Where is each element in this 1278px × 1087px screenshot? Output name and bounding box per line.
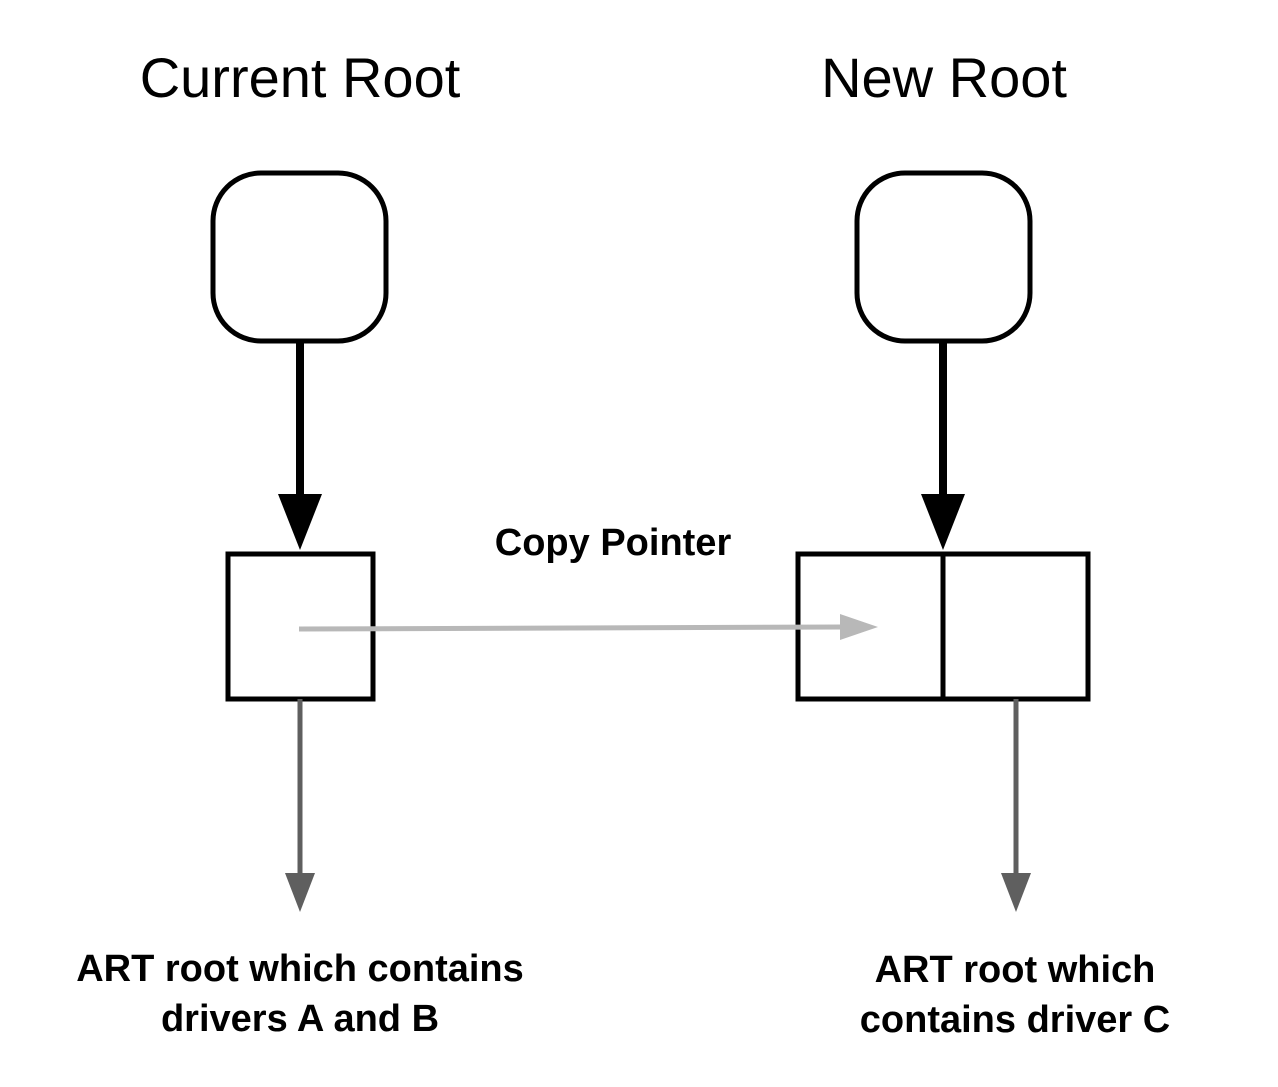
- current-root-title: Current Root: [140, 46, 461, 109]
- new-root-child-arrow: [1001, 699, 1031, 912]
- new-root-title: New Root: [821, 46, 1067, 109]
- current-root-caption: ART root which contains drivers A and B: [76, 948, 524, 1040]
- current-root-caption-line-2: drivers A and B: [161, 998, 439, 1040]
- current-root-child-arrow: [285, 699, 315, 912]
- current-root-pointer-arrow: [278, 341, 322, 550]
- new-root-caption-line-1: ART root which: [875, 949, 1156, 991]
- new-root-caption: ART root which contains driver C: [860, 949, 1170, 1041]
- new-root-pointer-arrow: [921, 341, 965, 550]
- current-root-caption-line-1: ART root which contains: [76, 948, 524, 990]
- current-root-node: [210, 170, 389, 344]
- new-root-node: [854, 170, 1033, 344]
- new-root-caption-line-2: contains driver C: [860, 999, 1170, 1041]
- copy-pointer-arrow: [298, 614, 878, 640]
- copy-pointer-label: Copy Pointer: [495, 522, 732, 564]
